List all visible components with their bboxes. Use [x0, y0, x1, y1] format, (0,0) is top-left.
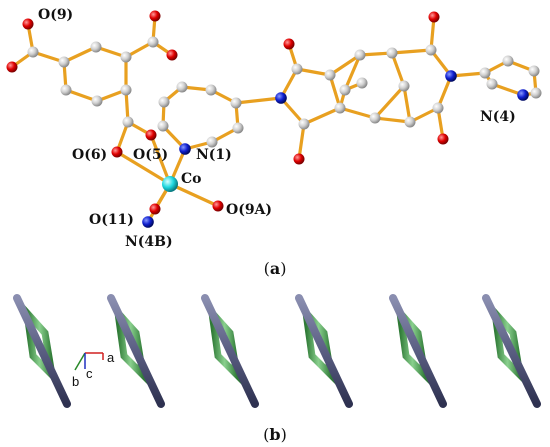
axis-b-line — [74, 352, 86, 371]
framework-chain — [13, 294, 541, 408]
label-n1: N(1) — [196, 147, 232, 163]
cobalt-atom — [162, 176, 178, 192]
label-o9a: O(9A) — [226, 202, 272, 218]
panel-a-caption: (a) — [264, 259, 287, 278]
unit-cell-axes: a c b — [72, 350, 115, 389]
label-o6: O(6) — [72, 147, 107, 163]
nitrogen-atoms — [142, 70, 529, 228]
atom-labels: O(9) O(6) O(5) N(1) Co O(11) O(9A) N(4B)… — [38, 7, 516, 250]
axis-b-label: b — [72, 374, 79, 389]
axis-a-label: a — [107, 350, 115, 365]
axis-c-label: c — [86, 366, 93, 381]
carbon-atoms — [27, 36, 542, 148]
panel-a-structure: O(9) O(6) O(5) N(1) Co O(11) O(9A) N(4B)… — [6, 7, 542, 278]
label-o11: O(11) — [89, 212, 134, 228]
label-n4: N(4) — [480, 109, 516, 125]
label-n4b: N(4B) — [125, 234, 173, 250]
label-o5: O(5) — [133, 147, 168, 163]
oxygen-atoms — [6, 10, 449, 215]
panel-b-caption: (b) — [263, 425, 287, 444]
label-co: Co — [181, 171, 201, 187]
panel-b-framework: a c b (b) — [13, 294, 541, 444]
label-o9: O(9) — [38, 7, 73, 23]
framework-links — [21, 302, 526, 386]
